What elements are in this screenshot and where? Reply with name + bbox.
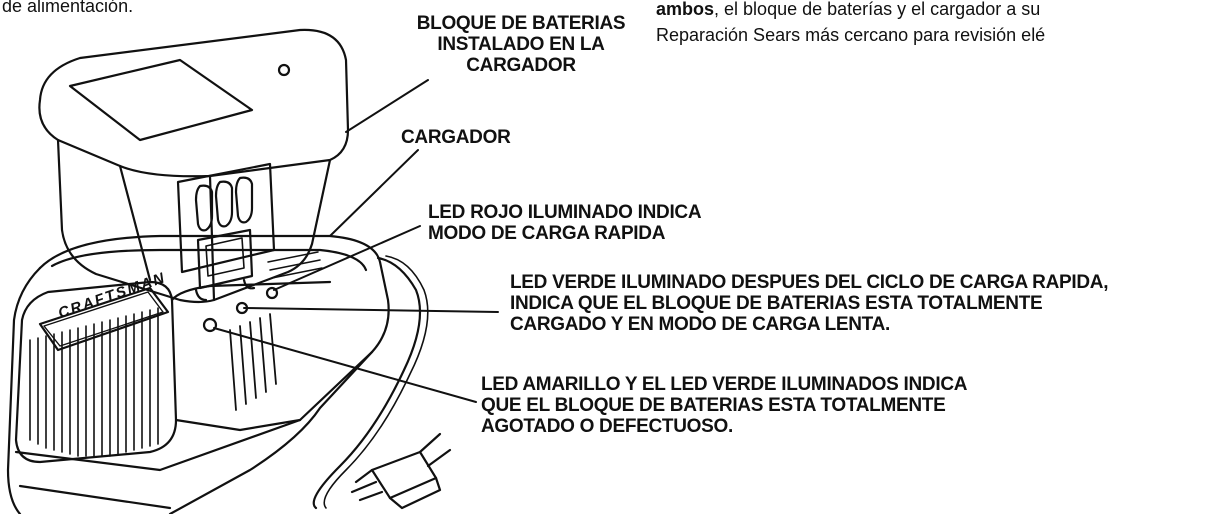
- leader-yellow-led: [213, 327, 477, 403]
- leader-green-led: [243, 307, 499, 313]
- red-led: [265, 286, 279, 300]
- label-green-led: LED VERDE ILUMINADO DESPUES DEL CICLO DE…: [510, 272, 1109, 335]
- leader-charger: [329, 149, 419, 237]
- power-cord: [312, 255, 452, 510]
- charger-base: [6, 234, 390, 514]
- craftsman-badge: [38, 286, 170, 352]
- label-red-led: LED ROJO ILUMINADO INDICA MODO DE CARGA …: [428, 202, 702, 244]
- leader-red-led: [273, 225, 421, 291]
- battery-pack: [38, 28, 350, 304]
- label-battery-pack: BLOQUE DE BATERIAS INSTALADO EN LA CARGA…: [416, 13, 626, 76]
- yellow-led: [202, 317, 218, 333]
- right-page-snippet: ambos, el bloque de baterías y el cargad…: [656, 0, 1046, 45]
- right-snippet-bold: ambos: [656, 0, 715, 19]
- leader-lines: [213, 79, 499, 403]
- label-charger: CARGADOR: [401, 127, 511, 148]
- leader-battery: [345, 79, 429, 133]
- label-yellow-green-led: LED AMARILLO Y EL LED VERDE ILUMINADOS I…: [481, 374, 968, 437]
- left-page-snippet: de alimentación.: [2, 0, 134, 16]
